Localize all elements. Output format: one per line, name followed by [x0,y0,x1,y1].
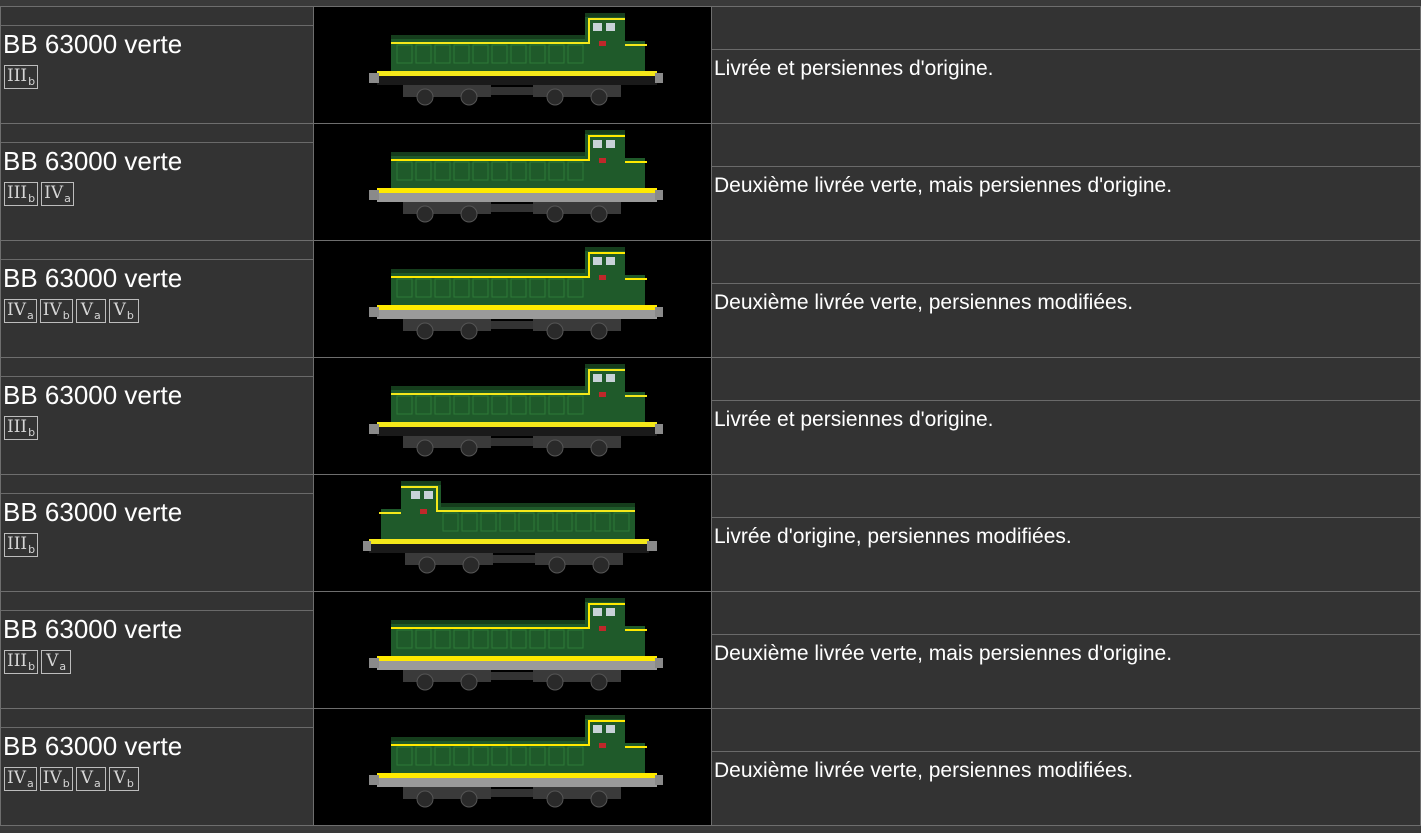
loco-name: BB 63000 verte [3,380,183,410]
loco-description: Deuxième livrée verte, mais persiennes d… [714,174,1173,197]
loco-image-cell [313,123,712,241]
loco-description: Deuxième livrée verte, persiennes modifi… [714,291,1134,314]
loco-image-cell [313,357,712,475]
locomotive-image [368,247,663,340]
loco-name: BB 63000 verte [3,29,183,59]
loco-description-cell: Deuxième livrée verte, persiennes modifi… [711,708,1421,826]
locomotive-image [368,715,663,808]
loco-name: BB 63000 verte [3,614,183,644]
loco-image-cell [313,6,712,124]
loco-description-cell: Deuxième livrée verte, persiennes modifi… [711,240,1421,358]
loco-image-cell [313,591,712,709]
loco-image-cell [313,708,712,826]
loco-description: Deuxième livrée verte, mais persiennes d… [714,642,1173,665]
loco-description: Livrée d'origine, persiennes modifiées. [714,525,1072,548]
locomotive-image [368,364,663,457]
loco-name: BB 63000 verte [3,497,183,527]
locomotive-image [368,13,663,106]
loco-description: Livrée et persiennes d'origine. [714,57,994,80]
loco-name: BB 63000 verte [3,146,183,176]
loco-description: Livrée et persiennes d'origine. [714,408,994,431]
locomotive-image [362,481,657,574]
loco-image-cell [313,240,712,358]
loco-name: BB 63000 verte [3,731,183,761]
loco-description-cell: Livrée et persiennes d'origine. [711,357,1421,475]
loco-description: Deuxième livrée verte, persiennes modifi… [714,759,1134,782]
loco-description-cell: Deuxième livrée verte, mais persiennes d… [711,123,1421,241]
loco-name: BB 63000 verte [3,263,183,293]
loco-description-cell: Deuxième livrée verte, mais persiennes d… [711,591,1421,709]
loco-description-cell: Livrée et persiennes d'origine. [711,6,1421,124]
loco-image-cell [313,474,712,592]
locomotive-image [368,598,663,691]
locomotive-image [368,130,663,223]
loco-description-cell: Livrée d'origine, persiennes modifiées. [711,474,1421,592]
